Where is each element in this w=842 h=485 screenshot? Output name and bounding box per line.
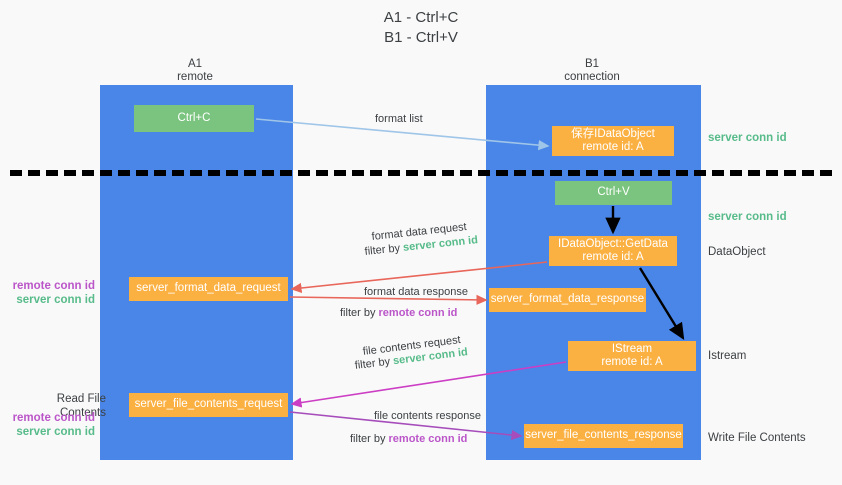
annotation-format-list: format list bbox=[375, 113, 423, 125]
label-conn-ids-format: remote conn id server conn id bbox=[10, 279, 95, 307]
label-server-conn-id-format: server conn id bbox=[16, 294, 95, 306]
label-write-file-contents: Write File Contents bbox=[708, 432, 806, 444]
label-conn-ids-file: remote conn id server conn id bbox=[10, 411, 95, 439]
box-server-format-data-request[interactable]: server_format_data_request bbox=[129, 277, 288, 301]
box-idataobject-remote-id: remote id: A bbox=[582, 141, 644, 153]
title-line-2: B1 - Ctrl+V bbox=[384, 29, 458, 46]
box-server-file-contents-request-label: server_file_contents_request bbox=[134, 398, 283, 411]
annotation-format-data-response-filter: filter by remote conn id bbox=[340, 306, 457, 320]
filter-value-remote-conn-id-2: remote conn id bbox=[388, 433, 468, 445]
arrow-getdata-to-istream bbox=[638, 267, 685, 341]
arrow-file-contents-response bbox=[289, 411, 523, 441]
annotation-file-contents-response-filter: filter by remote conn id bbox=[350, 432, 467, 446]
filter-value-remote-conn-id-1: remote conn id bbox=[378, 307, 458, 319]
annotation-format-data-response: format data response bbox=[364, 286, 468, 298]
box-server-file-contents-response[interactable]: server_file_contents_response bbox=[524, 424, 683, 448]
page-title: A1 - Ctrl+C B1 - Ctrl+V bbox=[0, 8, 842, 48]
label-dataobject: DataObject bbox=[708, 246, 766, 258]
box-idataobject-getdata[interactable]: IDataObject::GetData remote id: A bbox=[549, 236, 677, 266]
label-read-file-contents: Read File Contents bbox=[56, 393, 106, 419]
arrow-format-list bbox=[255, 118, 550, 151]
box-getdata-title: IDataObject::GetData bbox=[558, 237, 668, 250]
box-ctrl-c[interactable]: Ctrl+C bbox=[134, 105, 254, 132]
phase-divider bbox=[10, 170, 832, 176]
arrow-format-data-response bbox=[289, 294, 488, 305]
box-ctrl-v[interactable]: Ctrl+V bbox=[555, 181, 672, 205]
column-header-b1-name: B1 bbox=[584, 58, 600, 70]
box-getdata-remote-id: remote id: A bbox=[582, 251, 644, 263]
label-server-conn-id-top: server conn id bbox=[708, 132, 787, 144]
column-header-a1-subtitle: remote bbox=[177, 71, 213, 83]
column-header-a1-name: A1 bbox=[187, 58, 203, 70]
box-istream-remote-id: remote id: A bbox=[601, 356, 663, 368]
column-header-a1: A1 remote bbox=[130, 58, 260, 84]
box-istream-title: IStream bbox=[611, 342, 653, 355]
label-istream: Istream bbox=[708, 350, 747, 362]
box-server-format-data-response[interactable]: server_format_data_response bbox=[489, 288, 646, 312]
box-server-file-contents-request[interactable]: server_file_contents_request bbox=[129, 393, 288, 417]
annotation-file-contents-response: file contents response bbox=[374, 410, 482, 422]
box-server-file-contents-response-label: server_file_contents_response bbox=[525, 429, 682, 442]
column-header-b1-subtitle: connection bbox=[564, 71, 620, 83]
box-idataobject[interactable]: 保存IDataObject remote id: A bbox=[552, 126, 674, 156]
label-server-conn-id-file: server conn id bbox=[16, 426, 95, 438]
box-server-format-data-response-label: server_format_data_response bbox=[490, 293, 645, 306]
box-ctrl-c-label: Ctrl+C bbox=[177, 111, 211, 124]
arrow-file-contents-request bbox=[290, 361, 567, 408]
label-remote-conn-id-format: remote conn id bbox=[12, 280, 95, 292]
box-idataobject-title: 保存IDataObject bbox=[571, 127, 655, 140]
column-header-b1: B1 connection bbox=[527, 58, 657, 84]
filter-by-label-1: filter by bbox=[364, 242, 401, 258]
filter-by-label-2: filter by bbox=[340, 307, 376, 319]
box-server-format-data-request-label: server_format_data_request bbox=[136, 282, 281, 295]
label-server-conn-id-second: server conn id bbox=[708, 211, 787, 223]
filter-by-label-4: filter by bbox=[350, 433, 386, 445]
arrow-format-data-request bbox=[290, 261, 548, 294]
box-ctrl-v-label: Ctrl+V bbox=[597, 186, 630, 199]
label-remote-conn-id-file: remote conn id bbox=[12, 412, 95, 424]
title-line-1: A1 - Ctrl+C bbox=[383, 9, 459, 26]
box-istream[interactable]: IStream remote id: A bbox=[568, 341, 696, 371]
